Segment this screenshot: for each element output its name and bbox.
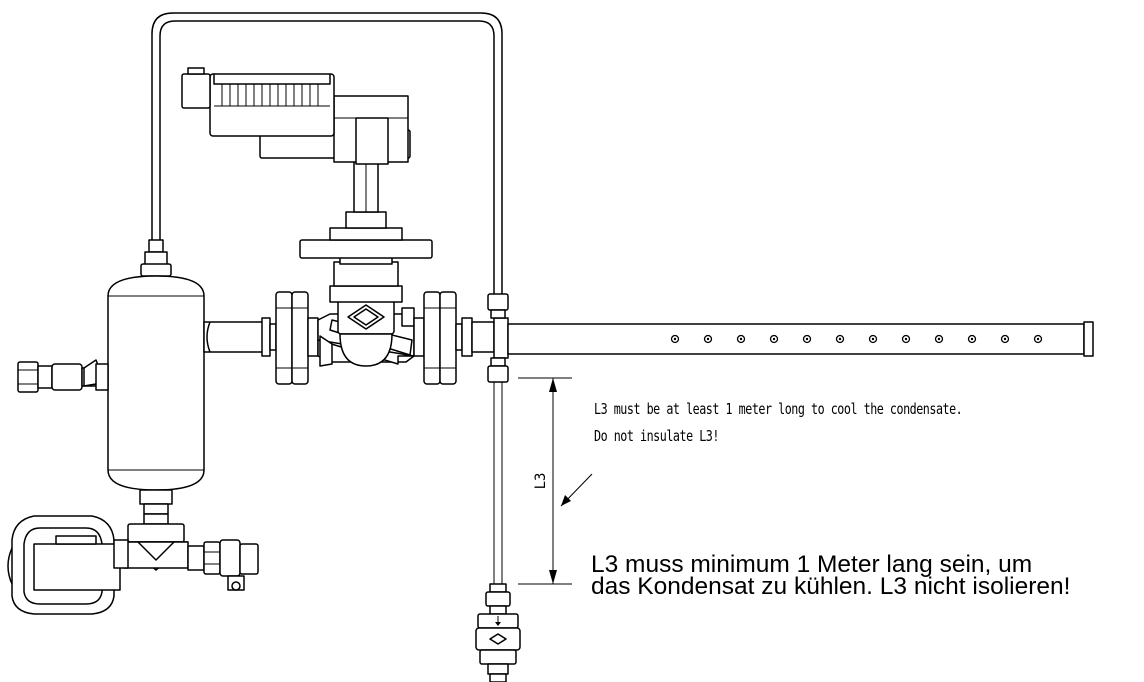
dimension-l3: L3	[518, 377, 593, 585]
nozzle-hole-center	[739, 337, 743, 341]
pressure-sensor	[187, 539, 259, 591]
separator-vessel	[107, 239, 205, 515]
nozzle-hole-center	[673, 337, 677, 341]
electric-actuator	[181, 67, 411, 165]
note-german: L3 muss minimum 1 Meter lang sein, um da…	[591, 551, 1111, 600]
condensate-line	[493, 382, 503, 584]
nozzle-hole-center	[1036, 337, 1040, 341]
nozzle-hole-center	[904, 337, 908, 341]
valve-body	[317, 299, 415, 367]
drain-valve	[17, 359, 109, 393]
nozzle-hole-center	[937, 337, 941, 341]
right-flange	[413, 291, 473, 385]
condensate-trap	[475, 583, 521, 682]
dimension-label: L3	[533, 473, 549, 490]
return-pipe	[151, 12, 503, 296]
note-german-line-1: L3 muss minimum 1 Meter lang sein, um	[591, 551, 1033, 578]
tee-piece	[471, 293, 509, 383]
nozzle-hole-center	[805, 337, 809, 341]
nozzle-hole-center	[772, 337, 776, 341]
steam-cylinder	[7, 515, 129, 615]
note-english-line-2: Do not insulate L3!	[594, 427, 719, 445]
note-german-line-2: das Kondensat zu kühlen. L3 nicht isolie…	[591, 573, 1071, 600]
note-english-line-1: L3 must be at least 1 meter long to cool…	[594, 400, 963, 418]
note-english: L3 must be at least 1 meter long to cool…	[594, 396, 1000, 450]
nozzle-hole-center	[1003, 337, 1007, 341]
nozzle-hole-center	[838, 337, 842, 341]
nozzle-hole-center	[970, 337, 974, 341]
lower-tee	[123, 513, 189, 571]
nozzle-hole-center	[871, 337, 875, 341]
connection-nipple	[203, 317, 271, 357]
nozzle-hole-center	[706, 337, 710, 341]
left-flange	[269, 291, 319, 385]
steam-distributor-pipe	[507, 321, 1094, 357]
valve-bonnet	[299, 159, 433, 303]
